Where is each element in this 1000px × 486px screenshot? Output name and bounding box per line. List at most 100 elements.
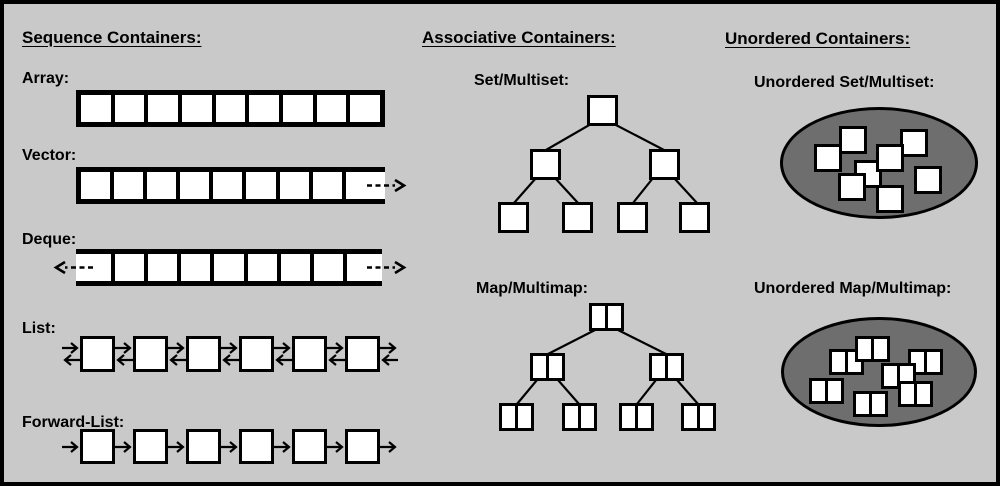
array-cell [316,95,351,122]
list-node [133,336,168,372]
hash-element [914,166,942,194]
value-cell [697,403,716,431]
forward-list-node-unit [239,429,292,464]
unordered-map-multimap-label: Unordered Map/Multimap: [754,280,952,297]
array-diagram [76,90,385,127]
array-label: Array: [22,70,70,87]
sequence-containers-heading: Sequence Containers: [22,28,202,47]
hash-element [838,173,866,201]
set-multiset-tree [494,92,716,238]
vector-cell [213,172,247,199]
single-link-arrow-icon [168,440,185,453]
list-node-unit [80,336,133,372]
hash-pair-element [855,336,890,362]
unordered-set-multiset-label: Unordered Set/Multiset: [754,74,935,91]
vector-cell [279,172,313,199]
forward-list-node [292,429,327,464]
list-node [239,336,274,372]
forward-list-node-unit [292,429,345,464]
list-label: List: [22,320,56,337]
array-cell [215,95,250,122]
deque-cell [247,254,281,281]
list-node-unit [133,336,186,372]
value-cell [546,353,565,381]
tree-node [679,202,710,233]
list-node-unit [292,336,345,372]
unordered-set-bucket [780,107,978,219]
array-cell [81,95,115,122]
list-node-unit [186,336,239,372]
double-link-arrow-icon [274,342,292,366]
forward-list-node [133,429,168,464]
forward-list-node-unit [80,429,133,464]
dashed-left-arrow-icon [53,260,93,275]
array-cell [350,95,381,122]
tree-pair-node-root [589,303,624,331]
tree-node [562,202,593,233]
single-link-arrow-icon [221,440,238,453]
list-node [292,336,327,372]
forward-list-node [80,429,115,464]
forward-list-node-unit [186,429,239,464]
hash-element [876,144,904,172]
hash-element [839,126,867,154]
deque-cell [181,254,215,281]
tree-edges [513,123,698,204]
forward-list-node [345,429,380,464]
single-link-arrow-icon [115,440,132,453]
array-cell [182,95,216,122]
hash-element [814,144,842,172]
associative-containers-heading: Associative Containers: [422,28,616,47]
value-cell [825,378,844,404]
vector-diagram [76,167,386,204]
list-diagram [62,336,398,372]
map-multimap-label: Map/Multimap: [476,280,588,297]
vector-cell [180,172,214,199]
set-multiset-label: Set/Multiset: [474,72,570,89]
list-node-unit [345,336,398,372]
hash-pair-element [809,378,844,404]
value-cell [515,403,534,431]
tree-pair-node [499,403,534,431]
forward-list-label: Forward-List: [22,414,125,431]
vector-cell [147,172,181,199]
double-link-arrow-icon [168,342,186,366]
single-link-arrow-icon [327,440,344,453]
hash-pair-element [829,349,864,375]
value-cell [871,336,890,362]
value-cell [665,353,684,381]
value-cell [869,391,888,417]
tree-pair-node [530,353,565,381]
map-multimap-tree [494,300,716,433]
tree-edges [516,329,699,405]
value-cell [578,403,597,431]
unordered-map-bucket [781,317,977,427]
tree-pair-node [619,403,654,431]
deque-label: Deque: [22,231,77,248]
double-link-arrow-icon [221,342,239,366]
value-cell [914,381,933,407]
list-node [345,336,380,372]
double-link-arrow-icon [62,342,80,366]
tree-pair-node [562,403,597,431]
tree-node [649,149,680,180]
value-cell [635,403,654,431]
value-cell [605,303,624,331]
list-node [80,336,115,372]
list-node-unit [239,336,292,372]
tree-node [498,202,529,233]
dashed-right-arrow-icon [367,178,407,193]
hash-element [876,185,904,213]
forward-list-node-unit [345,429,398,464]
array-cell [114,95,149,122]
hash-pair-element [853,391,888,417]
deque-cell [148,254,182,281]
hash-pair-element [898,381,933,407]
single-link-arrow-icon [380,440,397,453]
unordered-containers-heading: Unordered Containers: [725,29,911,48]
forward-list-node [186,429,221,464]
hash-element [900,129,928,157]
array-cell [148,95,183,122]
dashed-right-arrow-icon [367,260,407,275]
deque-diagram [76,249,383,286]
